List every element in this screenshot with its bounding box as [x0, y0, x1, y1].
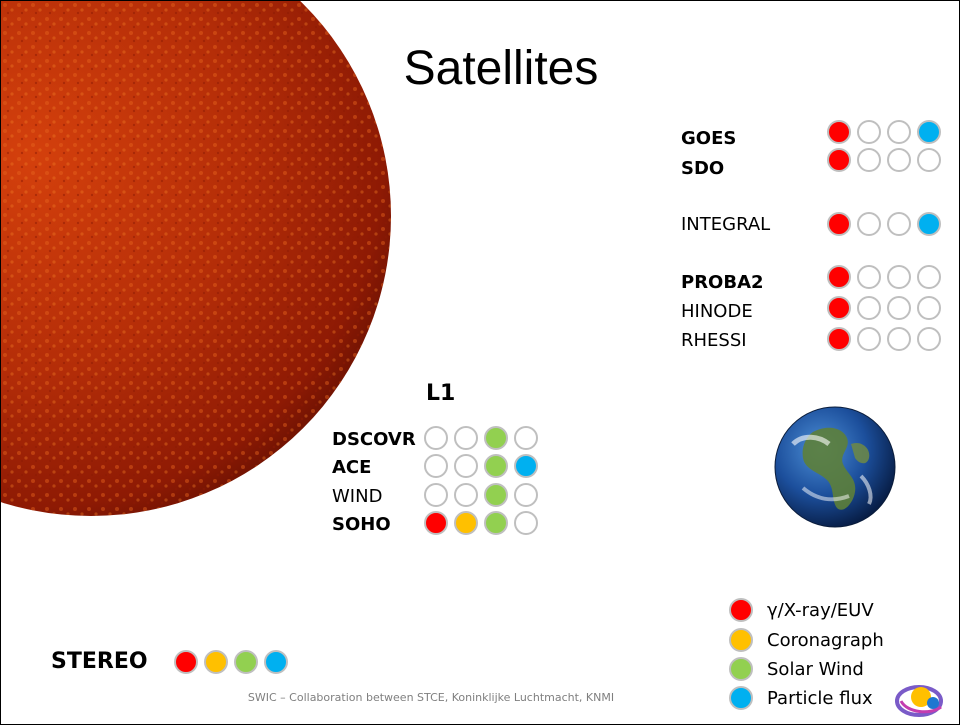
dot-empty [857, 265, 881, 289]
dots-goes [827, 120, 941, 144]
row-hinode: HINODE [681, 296, 753, 326]
dot-gamma [424, 511, 448, 535]
dot-solar-wind [234, 650, 258, 674]
dot-empty [514, 426, 538, 450]
row-rhessi: RHESSI [681, 325, 747, 355]
dot-particle-flux [917, 120, 941, 144]
label-soho: SOHO [332, 513, 391, 535]
dots-hinode [827, 296, 941, 320]
dot-empty [514, 483, 538, 507]
dot-empty [424, 454, 448, 478]
dot-gamma [827, 296, 851, 320]
row-integral: INTEGRAL [681, 209, 770, 239]
legend-dot-coronagraph [729, 628, 753, 652]
row-proba2: PROBA2 [681, 267, 764, 297]
row-wind: WIND [332, 481, 382, 511]
dot-gamma [827, 265, 851, 289]
dot-empty [887, 327, 911, 351]
dot-particle-flux [514, 454, 538, 478]
dot-gamma [827, 327, 851, 351]
dot-empty [887, 120, 911, 144]
row-sdo: SDO [681, 153, 724, 183]
label-ace: ACE [332, 456, 372, 478]
label-integral: INTEGRAL [681, 213, 771, 235]
dot-empty [857, 148, 881, 172]
dot-empty [857, 327, 881, 351]
dot-gamma [174, 650, 198, 674]
row-ace: ACE [332, 452, 371, 482]
dots-dscovr [424, 426, 538, 450]
label-wind: WIND [332, 485, 383, 507]
dot-empty [917, 265, 941, 289]
dot-empty [917, 148, 941, 172]
dot-empty [857, 212, 881, 236]
legend-solar-wind: Solar Wind [729, 657, 864, 681]
legend-gamma: γ/X-ray/EUV [729, 598, 874, 622]
legend-label-gamma: γ/X-ray/EUV [767, 599, 874, 621]
swic-logo [895, 685, 943, 717]
label-stereo: STEREO [51, 649, 148, 674]
dot-solar-wind [484, 511, 508, 535]
label-dscovr: DSCOVR [332, 428, 416, 450]
label-rhessi: RHESSI [681, 329, 747, 351]
dot-empty [887, 265, 911, 289]
row-goes: GOES [681, 123, 736, 153]
dot-empty [424, 426, 448, 450]
legend-particle-flux: Particle flux [729, 686, 873, 710]
dots-ace [424, 454, 538, 478]
dot-solar-wind [484, 483, 508, 507]
label-hinode: HINODE [681, 300, 753, 322]
dot-particle-flux [264, 650, 288, 674]
dot-empty [887, 296, 911, 320]
dot-empty [857, 296, 881, 320]
l1-heading: L1 [426, 381, 456, 406]
dots-integral [827, 212, 941, 236]
row-dscovr: DSCOVR [332, 424, 416, 454]
dot-empty [514, 511, 538, 535]
legend-dot-particle-flux [729, 686, 753, 710]
dot-empty [857, 120, 881, 144]
dot-particle-flux [917, 212, 941, 236]
dots-sdo [827, 148, 941, 172]
dot-gamma [827, 120, 851, 144]
legend-coronagraph: Coronagraph [729, 628, 884, 652]
dots-soho [424, 511, 538, 535]
dot-solar-wind [484, 454, 508, 478]
legend-dot-solar-wind [729, 657, 753, 681]
dot-solar-wind [484, 426, 508, 450]
label-sdo: SDO [681, 157, 725, 179]
dot-empty [424, 483, 448, 507]
dots-stereo [174, 650, 288, 674]
dot-gamma [827, 212, 851, 236]
legend-label-coronagraph: Coronagraph [767, 629, 884, 651]
label-goes: GOES [681, 127, 737, 149]
row-soho: SOHO [332, 509, 391, 539]
dot-coronagraph [204, 650, 228, 674]
legend-label-solar-wind: Solar Wind [767, 658, 864, 680]
dot-gamma [827, 148, 851, 172]
legend-dot-gamma [729, 598, 753, 622]
dot-empty [454, 454, 478, 478]
dot-empty [454, 483, 478, 507]
legend-label-particle-flux: Particle flux [767, 687, 873, 709]
dots-wind [424, 483, 538, 507]
dots-rhessi [827, 327, 941, 351]
slide-title: Satellites [403, 42, 599, 95]
dot-coronagraph [454, 511, 478, 535]
dot-empty [454, 426, 478, 450]
footer-text: SWIC – Collaboration between STCE, Konin… [247, 691, 615, 704]
label-proba2: PROBA2 [681, 271, 764, 293]
dot-empty [917, 327, 941, 351]
earth-image [774, 406, 896, 528]
dot-empty [887, 148, 911, 172]
sun-image [1, 1, 391, 516]
dot-empty [887, 212, 911, 236]
dots-proba2 [827, 265, 941, 289]
dot-empty [917, 296, 941, 320]
